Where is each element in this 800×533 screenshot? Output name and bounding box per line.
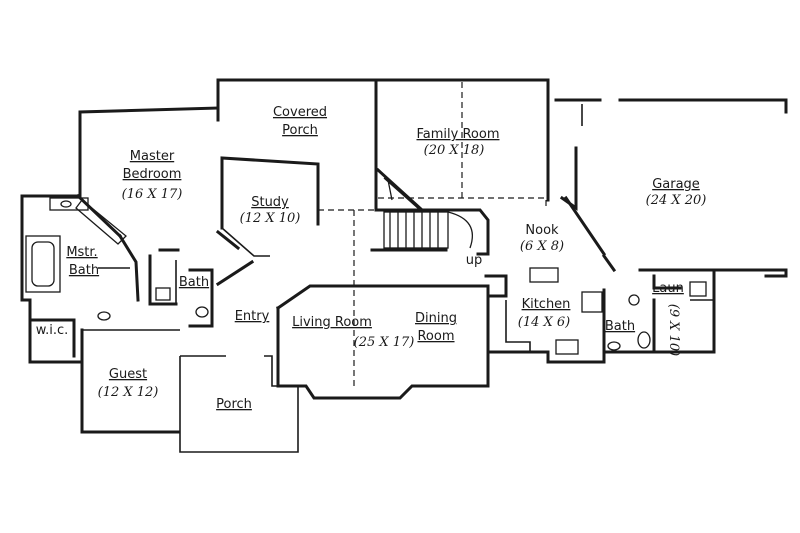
nook-label: Nook [525,223,559,238]
laundry-dim: (9 X 10) [666,304,681,356]
garage-dim: (24 X 20) [646,193,707,208]
mstr-bath-label-1: Mstr. [66,245,97,260]
wic-label: w.i.c. [36,323,69,338]
nook-dim: (6 X 8) [520,239,564,254]
family-room-label: Family Room [417,127,500,142]
bath-lower-label: Bath [605,319,635,334]
room-labels: Covered Porch Family Room (20 X 18) Mast… [36,105,707,412]
entry-label: Entry [235,309,270,324]
master-bedroom-dim: (16 X 17) [122,187,183,202]
family-room-dim: (20 X 18) [424,143,485,158]
garage-label: Garage [652,177,700,192]
kitchen-label: Kitchen [522,297,571,312]
living-room-dim: (25 X 17) [354,335,415,350]
covered-porch-label-2: Porch [282,123,318,138]
fixtures [25,197,707,355]
study-label: Study [251,195,289,210]
guest-label: Guest [109,367,147,382]
laundry-label: Laun [652,281,684,296]
interior-walls [28,78,714,358]
mstr-bath-label-2: Bath [69,263,99,278]
dining-room-label-1: Dining [415,311,457,326]
master-bedroom-label-1: Master [130,149,175,164]
porch-label: Porch [216,397,252,412]
stair [383,177,474,249]
guest-dim: (12 X 12) [98,385,159,400]
dashed-guides [318,82,547,386]
kitchen-dim: (14 X 6) [518,315,570,330]
living-room-label: Living Room [292,315,372,330]
dining-room-label-2: Room [417,329,454,344]
master-bedroom-label-2: Bedroom [123,167,182,182]
exterior-walls [20,78,788,453]
stair-up-label: up [466,253,483,268]
study-dim: (12 X 10) [240,211,301,226]
covered-porch-label-1: Covered [273,105,327,120]
bath-upper-label: Bath [179,275,209,290]
